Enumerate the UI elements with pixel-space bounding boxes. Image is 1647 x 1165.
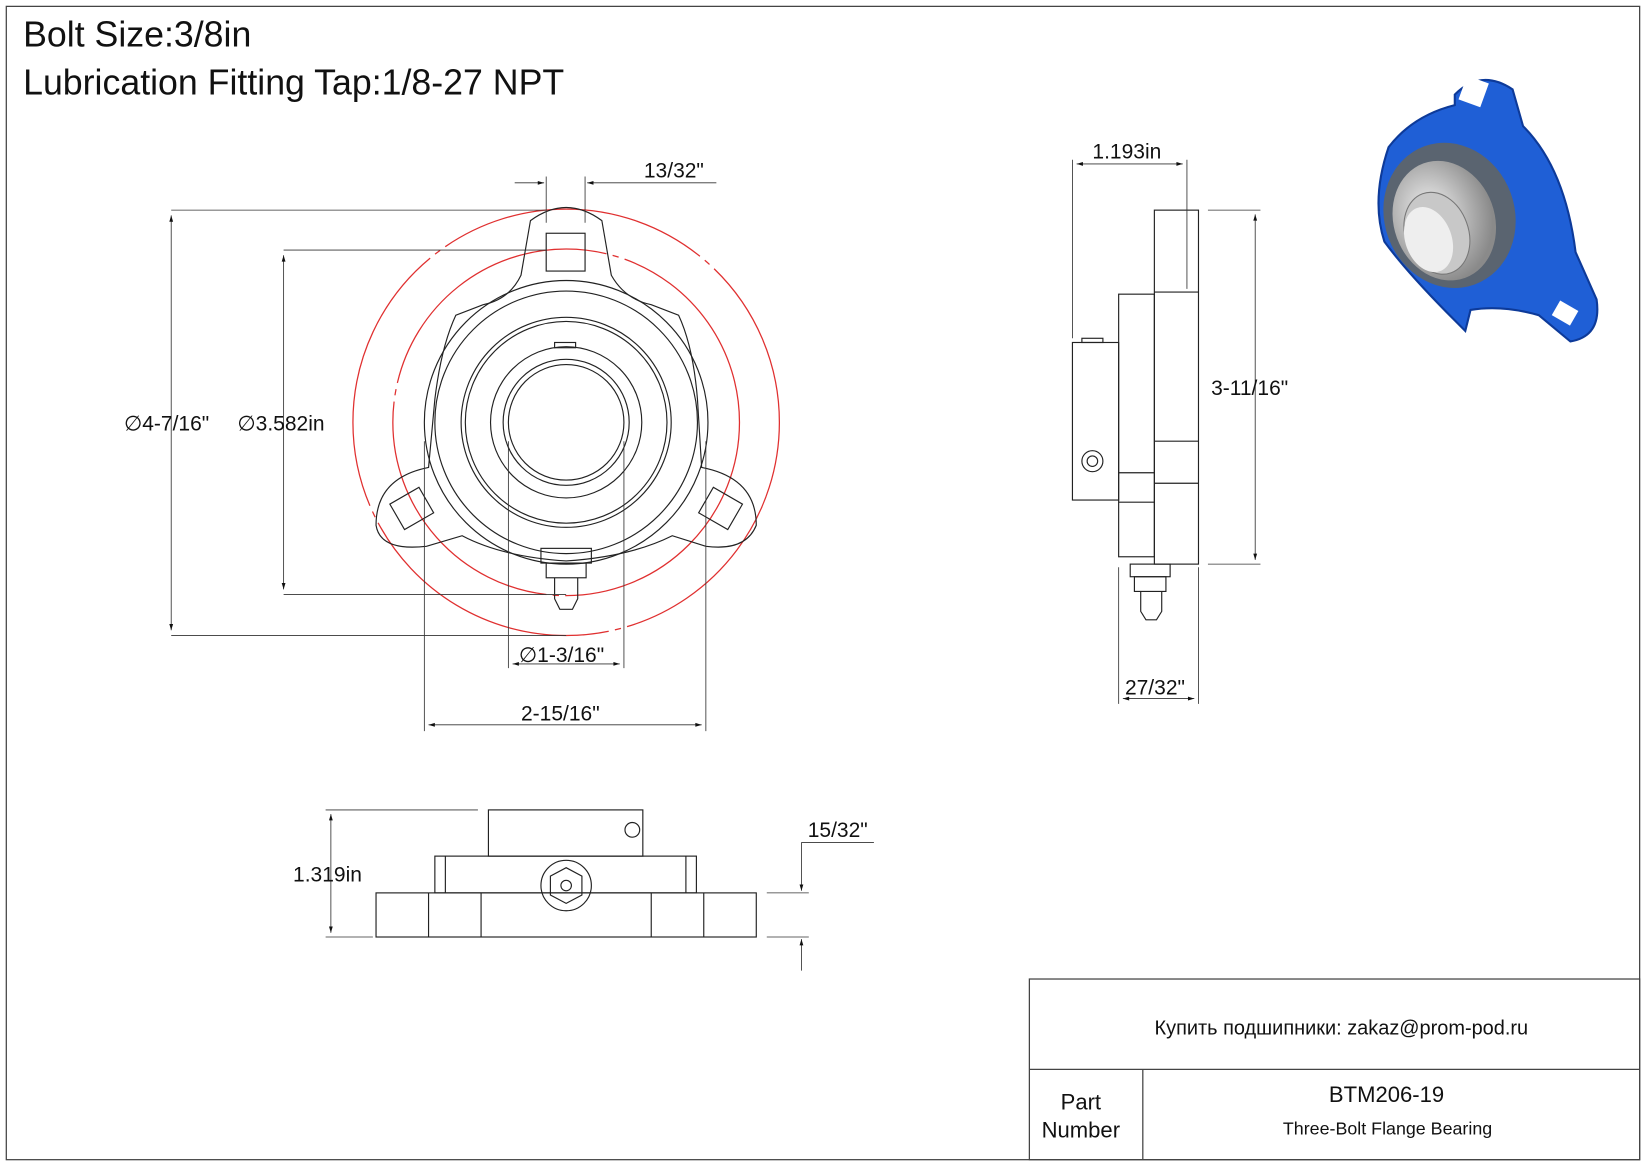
contact-text: Купить подшипники: zakaz@prom-pod.ru bbox=[1155, 1018, 1529, 1040]
part-number: BTM206-19 bbox=[1329, 1082, 1444, 1107]
part-description: Three-Bolt Flange Bearing bbox=[1283, 1118, 1492, 1138]
sheet-border bbox=[5, 5, 1641, 1161]
bolt-size-label: Bolt Size:3/8in bbox=[23, 14, 251, 54]
bore-diameter-dim: ∅1-3/16" bbox=[519, 644, 604, 667]
bottom-view: 1.319in 15/32" bbox=[293, 809, 874, 971]
part-label-line1: Part bbox=[1061, 1089, 1101, 1114]
bolt-circle-dim: ∅3.582in bbox=[237, 413, 324, 436]
lubrication-label: Lubrication Fitting Tap:1/8-27 NPT bbox=[23, 63, 564, 103]
outer-diameter-dim: ∅4-7/16" bbox=[124, 413, 209, 436]
title-block: Купить подшипники: zakaz@prom-pod.ru Par… bbox=[1028, 978, 1641, 1161]
flange-thickness-dim: 15/32" bbox=[808, 819, 868, 842]
part-label-line2: Number bbox=[1042, 1118, 1120, 1143]
bolt-width-dim: 13/32" bbox=[644, 160, 704, 183]
depth-dim: 1.193in bbox=[1092, 141, 1161, 164]
flange-dim: 27/32" bbox=[1125, 676, 1185, 699]
height-dim: 3-11/16" bbox=[1211, 377, 1288, 400]
width-dim: 2-15/16" bbox=[521, 703, 600, 726]
front-view: ∅4-7/16" ∅3.582in 13/32" ∅1-3/16" 2-15/1… bbox=[124, 160, 781, 732]
bearing-3d-render bbox=[1377, 75, 1599, 343]
total-height-dim: 1.319in bbox=[293, 863, 362, 886]
side-view: 1.193in 3-11/16" 27/32" bbox=[1071, 141, 1288, 704]
